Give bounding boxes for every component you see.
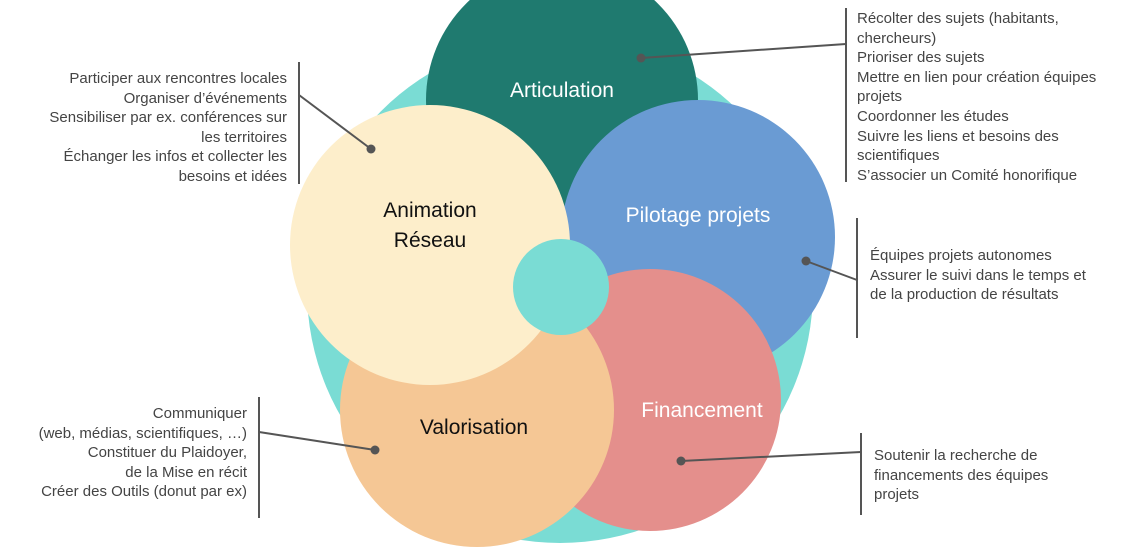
leader-valorisation [258,431,376,451]
note-articulation: Récolter des sujets (habitants, chercheu… [857,9,1096,185]
note-line: (web, médias, scientifiques, …) [38,424,247,442]
note-line: Soutenir la recherche de [874,447,1038,464]
label-animation-line2: Réseau [393,229,467,252]
label-valorisation: Valorisation [419,416,529,439]
leader-financement [680,451,862,462]
note-line: scientifiques [857,147,940,165]
note-line: Constituer du Plaidoyer, [87,444,247,462]
center-circle [513,239,609,335]
animation-circle [290,105,570,385]
note-line: de la production de résultats [870,286,1059,304]
dot-financement [676,456,686,466]
dot-valorisation [370,445,380,455]
note-line: Prioriser des sujets [857,49,985,67]
leader-animation [298,94,372,150]
note-line: besoins et idées [178,167,287,185]
label-animation-line1: Animation [383,199,477,222]
note-line: S’associer un Comité honorifique [857,166,1078,184]
dot-animation [366,144,376,154]
note-line: chercheurs) [857,29,937,47]
note-line: Coordonner les études [857,107,1009,125]
note-animation: Participer aux rencontres locales Organi… [49,69,287,187]
note-line: les territoires [201,128,287,146]
note-line: projets [857,88,903,106]
leader-articulation [640,43,847,59]
label-pilotage: Pilotage projets [625,204,771,227]
label-animation: Animation Réseau [330,196,530,256]
note-line: Mettre en lien pour création équipes [857,68,1097,86]
note-valorisation: Communiquer (web, médias, scientifiques,… [39,404,247,502]
note-line: Échanger les infos et collecter les [63,148,287,166]
note-pilotage: Équipes projets autonomes Assurer le sui… [870,246,1086,305]
note-line: Sensibiliser par ex. conférences sur [49,109,287,127]
note-financement: Soutenir la recherche de financements de… [874,446,1048,505]
note-line: Équipes projets autonomes [870,247,1052,264]
note-line: Communiquer [152,405,247,422]
note-line: Créer des Outils (donut par ex) [41,483,247,501]
dot-pilotage [801,256,811,266]
label-articulation: Articulation [510,79,614,102]
note-line: projets [874,486,920,504]
leader-pilotage [805,260,858,281]
note-line: Participer aux rencontres locales [69,70,287,87]
note-line: Organiser d’événements [123,89,287,107]
note-line: financements des équipes [874,466,1049,484]
label-financement: Financement [641,399,763,422]
note-line: Suivre les liens et besoins des [857,127,1059,145]
note-line: de la Mise en récit [125,463,247,481]
note-line: Assurer le suivi dans le temps et [870,266,1086,284]
note-line: Récolter des sujets (habitants, [857,10,1059,27]
dot-articulation [636,53,646,63]
